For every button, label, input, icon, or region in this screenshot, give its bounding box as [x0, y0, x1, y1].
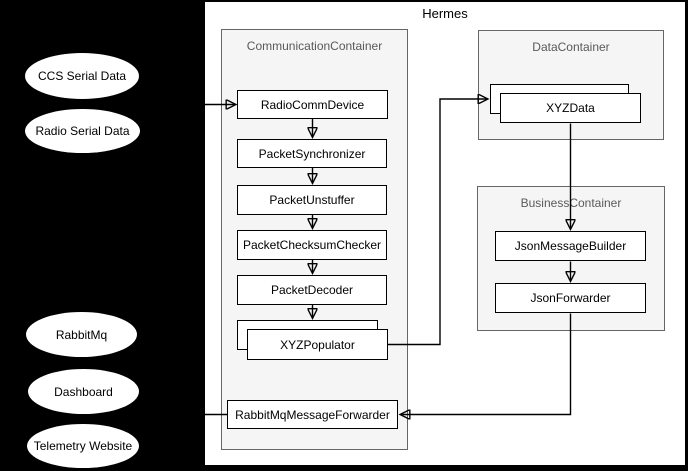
diagram-title: Hermes: [422, 6, 468, 21]
node-xyz-populator: XYZPopulator: [247, 329, 388, 360]
external-node-telemetry-website: Telemetry Website: [27, 424, 139, 468]
node-radio-comm-device: RadioCommDevice: [237, 90, 388, 119]
node-packet-synchronizer: PacketSynchronizer: [237, 139, 387, 168]
node-packet-decoder: PacketDecoder: [237, 275, 387, 305]
node-rabbitmq-message-forwarder: RabbitMqMessageForwarder: [227, 400, 398, 429]
external-node-rabbitmq: RabbitMq: [26, 312, 137, 357]
node-json-message-builder: JsonMessageBuilder: [495, 231, 646, 261]
external-node-radio-serial-data: Radio Serial Data: [25, 109, 140, 153]
external-node-dashboard: Dashboard: [28, 369, 139, 414]
node-xyz-data: XYZData: [500, 93, 641, 123]
container-data-title: DataContainer: [532, 40, 610, 54]
node-packet-checksum-checker: PacketChecksumChecker: [237, 230, 387, 260]
node-json-forwarder: JsonForwarder: [495, 283, 646, 313]
node-packet-unstuffer: PacketUnstuffer: [237, 185, 387, 215]
external-node-ccs-serial-data: CCS Serial Data: [25, 53, 139, 99]
container-business-title: BusinessContainer: [520, 196, 622, 210]
container-communication-title: CommunicationContainer: [246, 39, 383, 53]
